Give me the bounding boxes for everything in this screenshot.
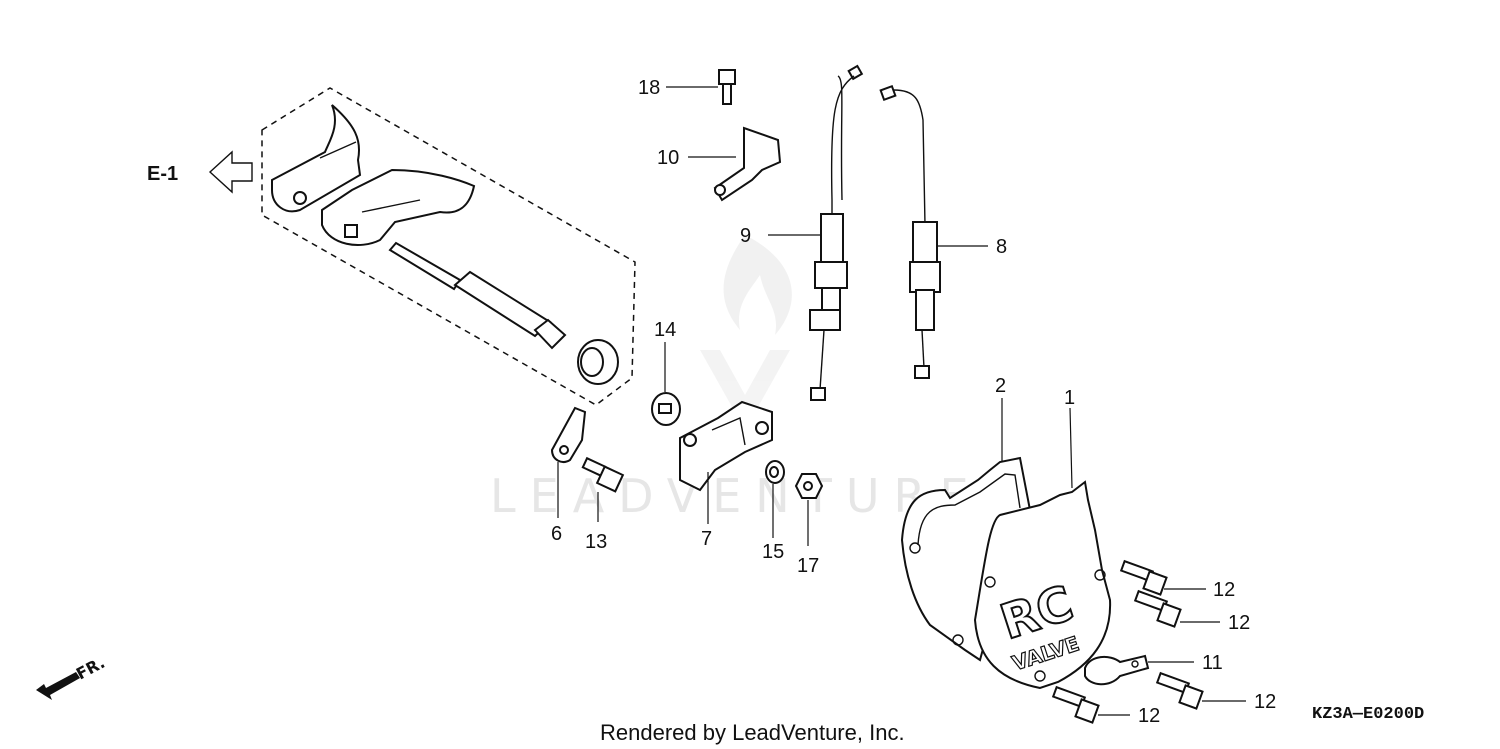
bolt-13 bbox=[581, 456, 625, 493]
bolt-12-d bbox=[1051, 685, 1100, 724]
callout-2: 2 bbox=[995, 375, 1006, 397]
callout-7: 7 bbox=[701, 528, 712, 550]
callout-11: 11 bbox=[1202, 652, 1223, 674]
bolt-18 bbox=[718, 69, 736, 105]
lever-b bbox=[321, 168, 476, 246]
credit-text: Rendered by LeadVenture, Inc. bbox=[600, 720, 905, 745]
bolt-12-c bbox=[1155, 671, 1204, 710]
bolt-12-a bbox=[1119, 559, 1168, 596]
washer-15 bbox=[765, 460, 785, 484]
callout-8: 8 bbox=[996, 236, 1007, 258]
callout-12-c: 12 bbox=[1254, 691, 1276, 713]
callout-12-d: 12 bbox=[1138, 705, 1160, 727]
callout-10: 10 bbox=[657, 147, 679, 169]
joint-7 bbox=[679, 400, 773, 492]
callout-12-b: 12 bbox=[1228, 612, 1250, 634]
grommet-14 bbox=[651, 392, 681, 426]
callout-1: 1 bbox=[1064, 387, 1075, 409]
front-arrow-icon bbox=[36, 672, 80, 700]
callout-12-a: 12 bbox=[1213, 579, 1235, 601]
clamp-11 bbox=[1084, 654, 1150, 686]
nut-17 bbox=[794, 473, 824, 499]
watermark-logo bbox=[700, 235, 792, 430]
drawing-code: KZ3A—E0200D bbox=[1312, 705, 1424, 724]
watermark-text: LEADVENTURE bbox=[490, 469, 983, 523]
callout-18: 18 bbox=[638, 77, 660, 99]
reference-label: E-1 bbox=[147, 163, 178, 185]
gasket-2 bbox=[900, 456, 1032, 662]
shaft bbox=[388, 241, 567, 350]
callout-17: 17 bbox=[797, 555, 819, 577]
cable-9 bbox=[809, 64, 864, 401]
bolt-12-b bbox=[1133, 589, 1182, 628]
cover-1 bbox=[973, 480, 1112, 690]
oil-seal bbox=[577, 339, 619, 385]
cable-8 bbox=[879, 84, 941, 379]
callout-6: 6 bbox=[551, 523, 562, 545]
assembly-box bbox=[261, 87, 636, 406]
callout-15: 15 bbox=[762, 541, 784, 563]
reference-arrow-icon bbox=[208, 150, 253, 194]
callout-9: 9 bbox=[740, 225, 751, 247]
callout-13: 13 bbox=[585, 531, 607, 553]
lever-a bbox=[271, 104, 362, 213]
bracket-10 bbox=[713, 126, 782, 202]
callout-14: 14 bbox=[654, 319, 676, 341]
plate-6 bbox=[550, 406, 587, 463]
